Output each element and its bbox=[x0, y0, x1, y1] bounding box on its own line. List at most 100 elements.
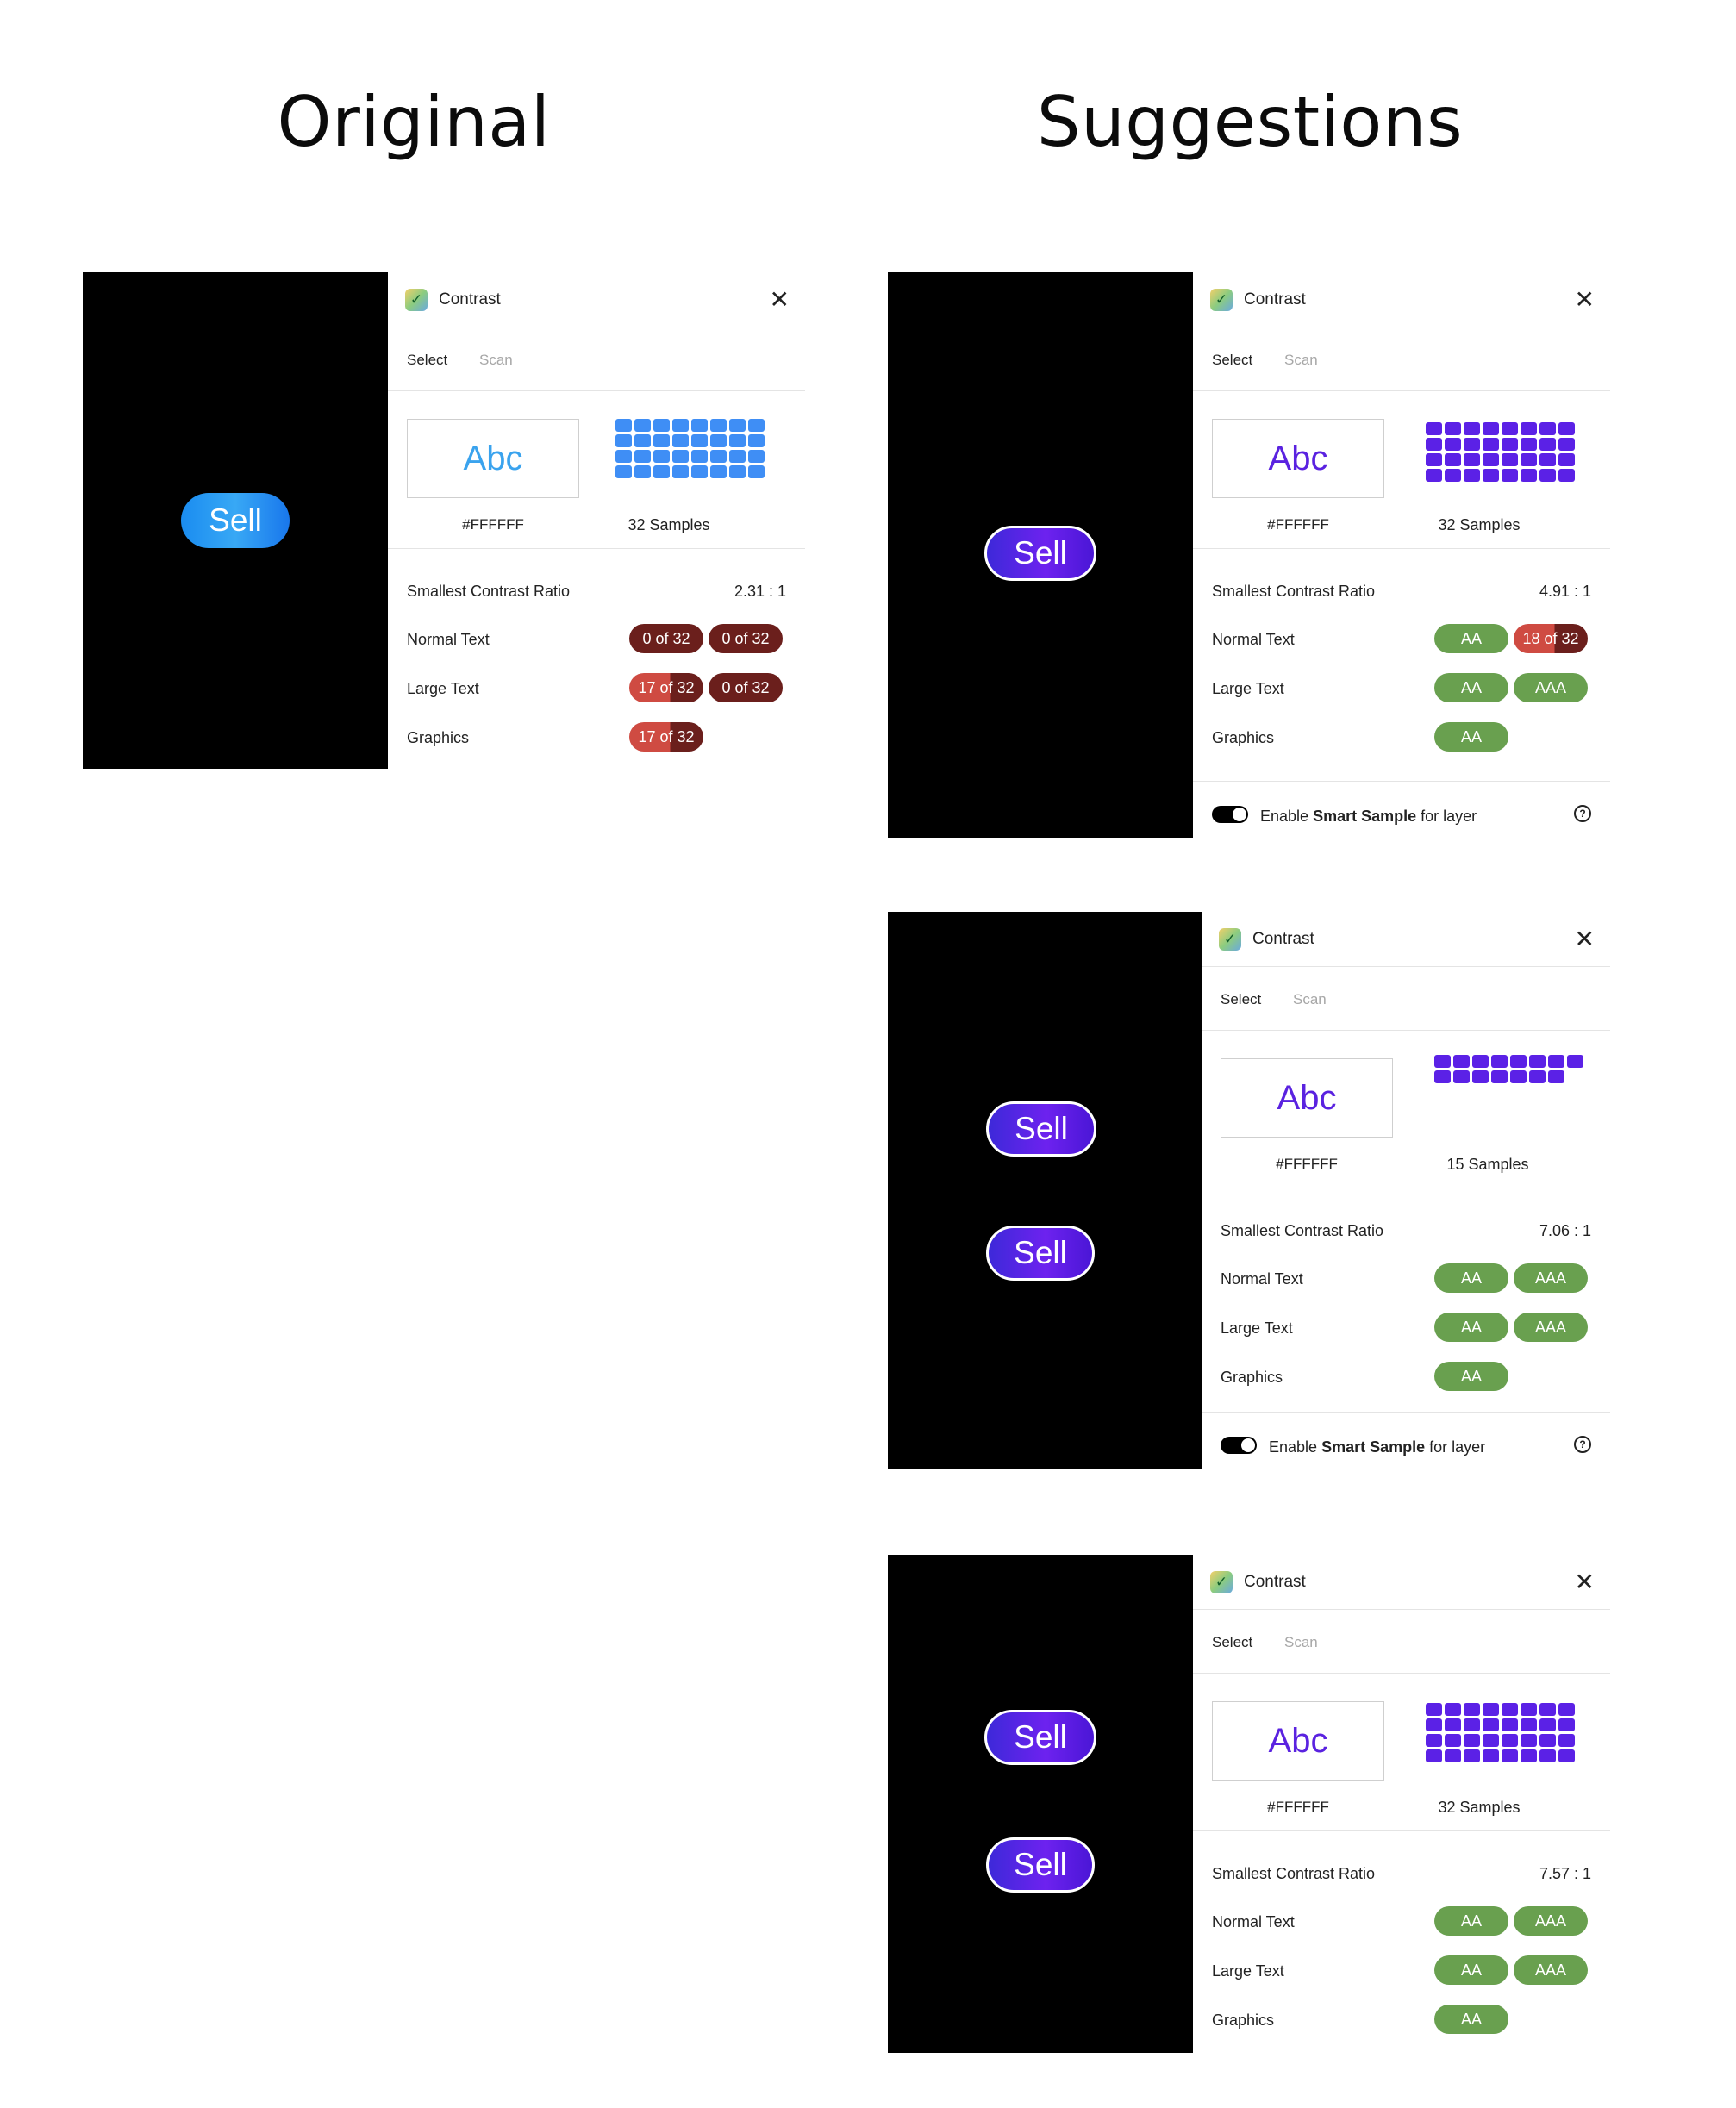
status-badge: AA bbox=[1434, 673, 1508, 702]
sample-cell bbox=[1453, 1070, 1470, 1083]
plugin-tabs: Select Scan bbox=[1202, 967, 1610, 1031]
plugin-header: ✓Contrast✕ bbox=[1202, 912, 1610, 967]
sell-button[interactable]: Sell bbox=[181, 493, 290, 548]
sample-cell bbox=[1521, 1718, 1537, 1731]
sample-cell bbox=[1445, 438, 1461, 451]
sample-cell bbox=[1464, 453, 1480, 466]
sample-cell bbox=[1426, 1703, 1442, 1716]
samples-count: 32 Samples bbox=[1438, 516, 1521, 533]
sample-cell bbox=[1558, 422, 1575, 435]
sample-cell bbox=[1445, 422, 1461, 435]
plugin-title: Contrast bbox=[1244, 290, 1306, 309]
plugin-tabs: Select Scan bbox=[1193, 1610, 1610, 1674]
color-swatch-preview: Abc bbox=[407, 419, 579, 498]
close-icon[interactable]: ✕ bbox=[769, 285, 790, 313]
sample-cell bbox=[672, 450, 689, 463]
sample-cell bbox=[672, 434, 689, 447]
sample-cell bbox=[615, 465, 632, 478]
smart-sample-label: Enable Smart Sample for layer bbox=[1269, 1438, 1486, 1456]
sample-cell bbox=[653, 465, 670, 478]
sample-cell bbox=[1483, 469, 1499, 482]
sample-cell bbox=[710, 450, 727, 463]
tab-scan[interactable]: Scan bbox=[1284, 1634, 1318, 1650]
sample-cell bbox=[1426, 438, 1442, 451]
sample-cell bbox=[1539, 1718, 1556, 1731]
close-icon[interactable]: ✕ bbox=[1574, 1568, 1595, 1595]
plugin-tabs: Select Scan bbox=[388, 327, 805, 391]
sample-cell bbox=[672, 465, 689, 478]
samples-grid bbox=[1434, 1055, 1583, 1083]
sample-cell bbox=[1548, 1055, 1564, 1068]
plugin-header: ✓Contrast✕ bbox=[1193, 1555, 1610, 1610]
sample-cell bbox=[748, 419, 765, 432]
sample-cell bbox=[1483, 1734, 1499, 1747]
sample-cell bbox=[1539, 469, 1556, 482]
sample-cell bbox=[729, 434, 746, 447]
result-label: Graphics bbox=[1212, 729, 1275, 746]
sample-cell bbox=[615, 450, 632, 463]
sample-cell bbox=[1453, 1055, 1470, 1068]
hex-value: #FFFFFF bbox=[1267, 1799, 1329, 1815]
divider bbox=[1202, 1412, 1610, 1413]
sample-cell bbox=[1426, 453, 1442, 466]
status-badge: AA bbox=[1434, 1263, 1508, 1293]
close-icon[interactable]: ✕ bbox=[1574, 285, 1595, 313]
sell-button[interactable]: Sell bbox=[984, 1710, 1096, 1765]
tab-scan[interactable]: Scan bbox=[479, 352, 513, 368]
status-badge: 0 of 32 bbox=[709, 673, 783, 702]
sample-cell bbox=[748, 465, 765, 478]
sample-cell bbox=[691, 465, 708, 478]
sell-button[interactable]: Sell bbox=[986, 1101, 1096, 1157]
sample-cell bbox=[729, 419, 746, 432]
help-circle-icon[interactable]: ? bbox=[1574, 1436, 1591, 1453]
ratio-value: 7.06 : 1 bbox=[1539, 1222, 1591, 1239]
tab-select[interactable]: Select bbox=[1221, 991, 1262, 1007]
sample-cell bbox=[1510, 1055, 1527, 1068]
sell-button[interactable]: Sell bbox=[986, 1226, 1095, 1281]
hex-value: #FFFFFF bbox=[462, 516, 524, 533]
tab-scan[interactable]: Scan bbox=[1284, 352, 1318, 368]
status-badge: AA bbox=[1434, 1955, 1508, 1985]
sample-cell bbox=[710, 419, 727, 432]
sample-cell bbox=[1502, 1718, 1518, 1731]
smart-sample-toggle[interactable] bbox=[1212, 806, 1248, 823]
sell-button[interactable]: Sell bbox=[986, 1837, 1095, 1893]
divider bbox=[1193, 781, 1610, 782]
result-label: Normal Text bbox=[1221, 1270, 1303, 1288]
sample-cell bbox=[1502, 453, 1518, 466]
checkmark-icon: ✓ bbox=[405, 288, 428, 311]
close-icon[interactable]: ✕ bbox=[1574, 925, 1595, 952]
color-swatch-preview: Abc bbox=[1212, 419, 1384, 498]
tab-select[interactable]: Select bbox=[407, 352, 448, 368]
status-badge: AAA bbox=[1514, 1313, 1588, 1342]
sample-cell bbox=[1464, 1734, 1480, 1747]
sample-cell bbox=[1464, 469, 1480, 482]
smart-sample-toggle[interactable] bbox=[1221, 1437, 1257, 1454]
tab-select[interactable]: Select bbox=[1212, 1634, 1253, 1650]
sample-cell bbox=[1426, 1734, 1442, 1747]
sample-cell bbox=[1464, 1718, 1480, 1731]
sample-cell bbox=[653, 419, 670, 432]
result-label: Normal Text bbox=[407, 631, 490, 648]
ratio-value: 4.91 : 1 bbox=[1539, 583, 1591, 600]
sell-button[interactable]: Sell bbox=[984, 526, 1096, 581]
sample-cell bbox=[634, 419, 651, 432]
result-label: Graphics bbox=[1212, 2011, 1275, 2029]
status-badge: 0 of 32 bbox=[709, 624, 783, 653]
help-circle-icon[interactable]: ? bbox=[1574, 805, 1591, 822]
sample-cell bbox=[1426, 469, 1442, 482]
result-label: Normal Text bbox=[1212, 631, 1295, 648]
tab-scan[interactable]: Scan bbox=[1293, 991, 1327, 1007]
divider bbox=[388, 548, 805, 549]
result-label: Graphics bbox=[1221, 1369, 1283, 1386]
sample-cell bbox=[1445, 1749, 1461, 1762]
sample-cell bbox=[1426, 422, 1442, 435]
tab-select[interactable]: Select bbox=[1212, 352, 1253, 368]
status-badge: AAA bbox=[1514, 1263, 1588, 1293]
sample-cell bbox=[1521, 1749, 1537, 1762]
sample-cell bbox=[1434, 1055, 1451, 1068]
